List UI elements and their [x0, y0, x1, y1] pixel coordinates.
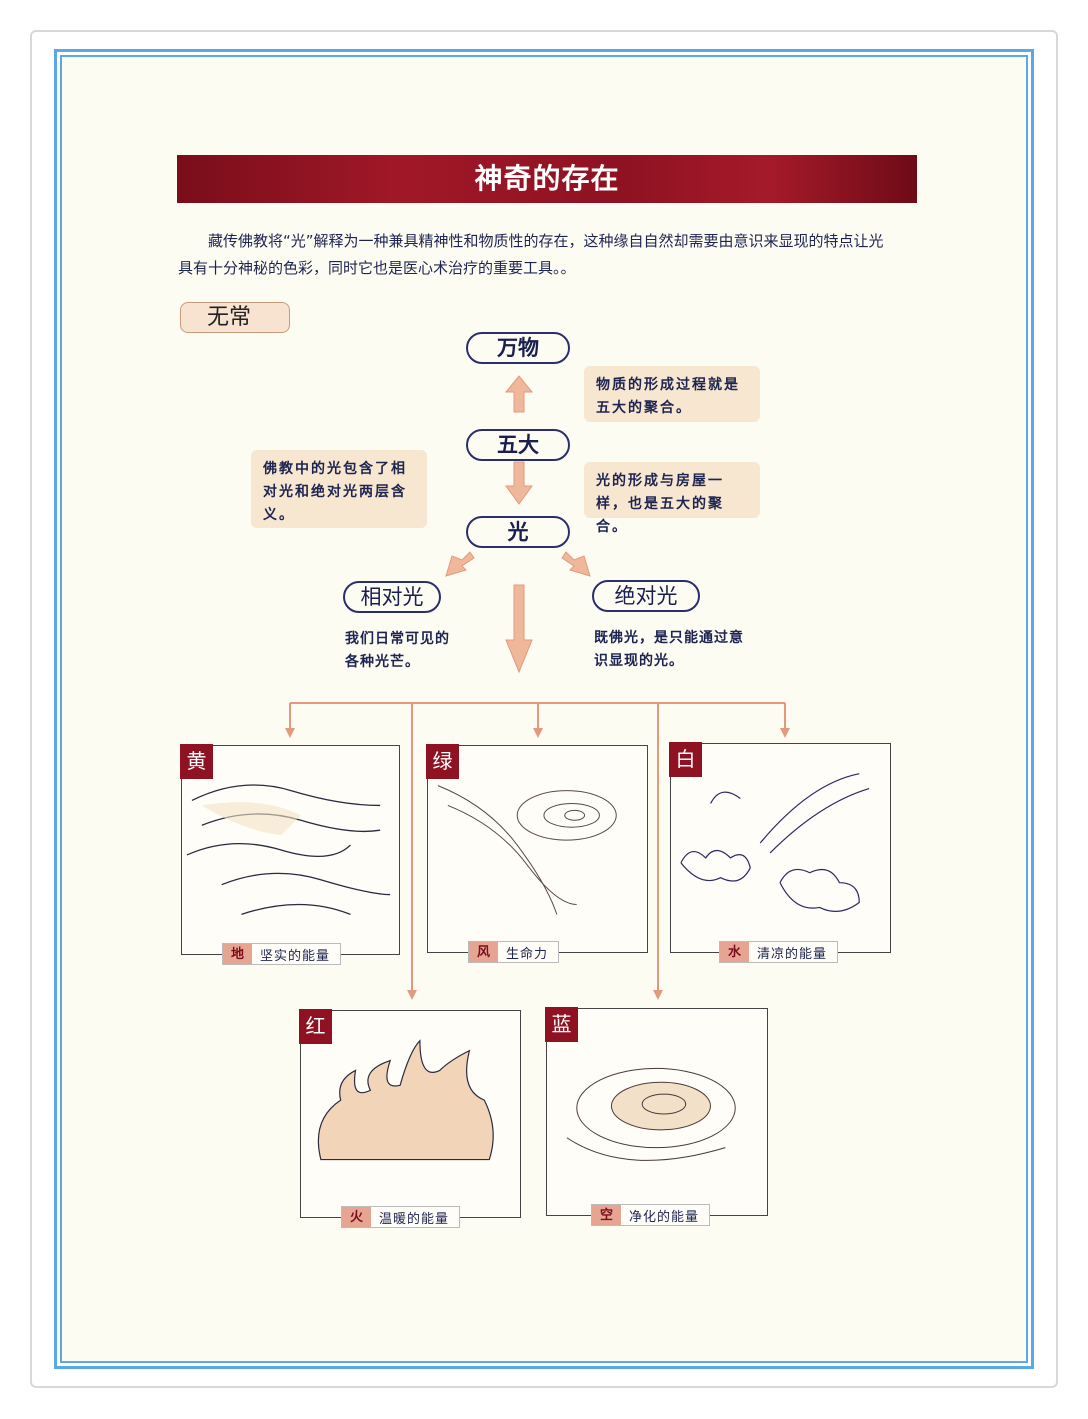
note-light-formation: 光的形成与房屋一样，也是五大的聚合。 — [584, 462, 760, 535]
arrow-right-diag — [561, 551, 591, 577]
note-buddhism-light: 佛教中的光包含了相对光和绝对光两层含义。 — [251, 450, 427, 528]
relative-light-desc: 我们日常可见的各种光芒。 — [345, 631, 450, 670]
panel-caption: 风生命力 — [468, 941, 560, 963]
space-illustration — [566, 1067, 736, 1161]
panel-white-water: 白 水清凉的能量 — [669, 742, 891, 963]
arrow-up — [504, 375, 534, 413]
section-tag: 无常 — [180, 302, 290, 333]
panel-yellow-earth: 黄 地坚实的能量 — [180, 744, 400, 965]
color-badge: 黄 — [180, 744, 213, 779]
wind-illustration — [437, 785, 617, 915]
water-illustration — [680, 773, 870, 912]
absolute-light-desc: 既佛光，是只能通过意识显现的光。 — [594, 630, 744, 669]
panel-caption: 水清凉的能量 — [719, 941, 839, 963]
node-relative-light: 相对光 — [343, 581, 441, 613]
page-border — [54, 49, 1034, 1369]
panel-caption: 火温暖的能量 — [341, 1206, 461, 1228]
arrow-down — [505, 461, 533, 505]
panel-red-fire: 红 火温暖的能量 — [299, 1009, 521, 1228]
panel-caption: 地坚实的能量 — [222, 943, 342, 965]
fire-illustration — [317, 1039, 494, 1161]
intro-paragraph: 藏传佛教将“光”解释为一种兼具精神性和物质性的存在，这种缘自自然却需要由意识来显… — [178, 232, 884, 277]
panel-green-wind: 绿 风生命力 — [426, 744, 648, 963]
color-badge: 红 — [299, 1009, 332, 1044]
note-matter: 物质的形成过程就是五大的聚合。 — [584, 366, 760, 422]
node-absolute-light: 绝对光 — [592, 580, 700, 612]
node-wanwu: 万物 — [466, 332, 570, 364]
earth-illustration — [186, 784, 391, 915]
color-badge: 绿 — [426, 744, 459, 779]
node-guang: 光 — [466, 516, 570, 548]
color-badge: 白 — [669, 742, 702, 777]
color-badge: 蓝 — [545, 1007, 578, 1042]
node-wuda: 五大 — [466, 429, 570, 461]
panel-caption: 空净化的能量 — [591, 1204, 711, 1226]
panel-blue-space: 蓝 空净化的能量 — [545, 1007, 768, 1226]
arrow-left-diag — [445, 551, 475, 577]
page-title: 神奇的存在 — [177, 155, 917, 203]
arrow-main-down — [505, 584, 533, 674]
